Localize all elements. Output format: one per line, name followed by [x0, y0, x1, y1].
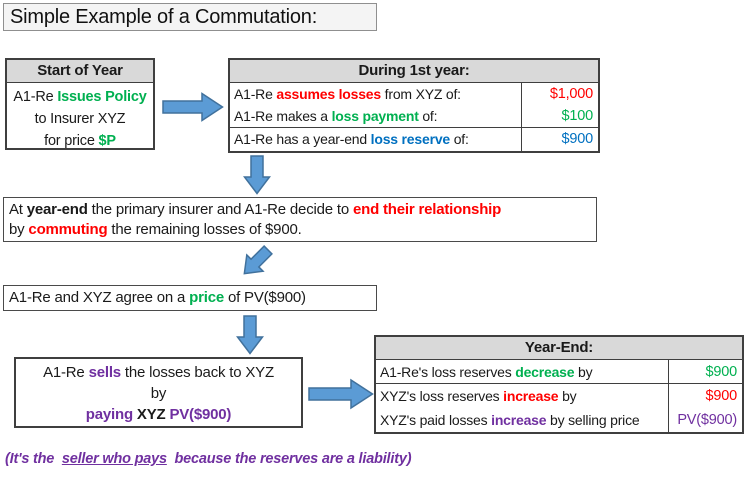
- start-of-year-header: Start of Year: [7, 60, 153, 83]
- row-label: A1-Re assumes losses from XYZ of:: [234, 86, 461, 103]
- table-row: A1-Re makes a loss payment of: $100: [230, 105, 598, 128]
- footnote: (It's the seller who pays because the re…: [5, 451, 412, 467]
- start-line-2: to Insurer XYZ: [34, 111, 126, 127]
- sells-back-box: A1-Re sells the losses back to XYZ by pa…: [14, 357, 303, 428]
- table-row: XYZ's loss reserves increase by $900: [376, 384, 742, 408]
- year-end-table-header: Year-End:: [376, 337, 742, 360]
- sells-line-2: by: [150, 385, 167, 402]
- row-label: A1-Re's loss reserves decrease by: [380, 363, 593, 380]
- arrow-down-left-icon: [234, 240, 278, 284]
- year-end-table: Year-End: A1-Re's loss reserves decrease…: [374, 335, 744, 434]
- arrow-down-icon: [243, 155, 271, 195]
- note-line-2: by commuting the remaining losses of $90…: [9, 221, 302, 238]
- start-of-year-body: A1-Re Issues Policy to Insurer XYZ for p…: [7, 83, 153, 152]
- table-row: A1-Re has a year-end loss reserve of: $9…: [230, 128, 598, 151]
- row-value: $900: [668, 384, 742, 408]
- row-value: PV($900): [668, 408, 742, 432]
- row-label: XYZ's loss reserves increase by: [380, 388, 577, 404]
- sells-line-3: paying XYZ PV($900): [85, 406, 232, 423]
- year-end-decision-box: At year-end the primary insurer and A1-R…: [3, 197, 597, 242]
- start-of-year-box: Start of Year A1-Re Issues Policy to Ins…: [5, 58, 155, 150]
- row-label: XYZ's paid losses increase by selling pr…: [380, 412, 640, 428]
- table-row: XYZ's paid losses increase by selling pr…: [376, 408, 742, 432]
- agree-price-box: A1-Re and XYZ agree on a price of PV($90…: [3, 285, 377, 311]
- during-table-header: During 1st year:: [230, 60, 598, 83]
- page-title: Simple Example of a Commutation:: [3, 3, 377, 31]
- row-label: A1-Re has a year-end loss reserve of:: [234, 131, 469, 148]
- row-value: $900: [668, 360, 742, 383]
- row-value: $900: [521, 128, 598, 151]
- row-label: A1-Re makes a loss payment of:: [234, 108, 438, 125]
- table-row: A1-Re assumes losses from XYZ of: $1,000: [230, 83, 598, 106]
- sells-line-1: A1-Re sells the losses back to XYZ: [43, 364, 274, 381]
- row-value: $1,000: [521, 83, 598, 106]
- during-first-year-table: During 1st year: A1-Re assumes losses fr…: [228, 58, 600, 153]
- arrow-down-icon: [236, 315, 264, 355]
- start-line-3: for price $P: [44, 133, 116, 149]
- note-line-1: At year-end the primary insurer and A1-R…: [9, 201, 502, 218]
- table-row: A1-Re's loss reserves decrease by $900: [376, 360, 742, 384]
- start-line-1: A1-Re Issues Policy: [13, 89, 147, 105]
- row-value: $100: [521, 105, 598, 127]
- arrow-right-icon: [162, 92, 224, 122]
- arrow-right-icon: [308, 378, 374, 410]
